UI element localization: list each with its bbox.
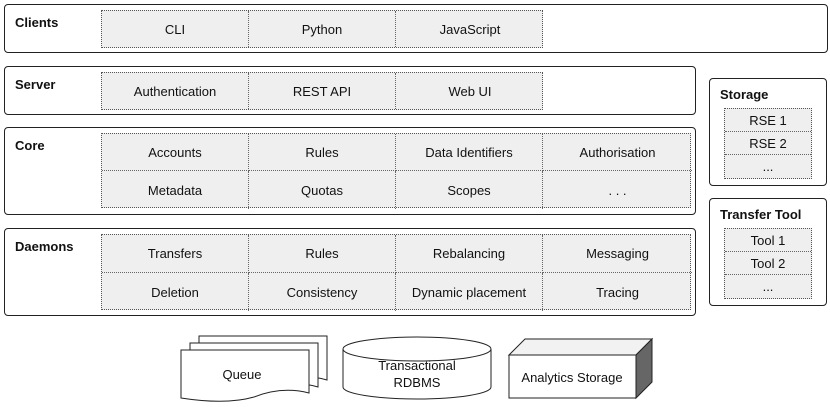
daemon-deletion: Deletion (102, 273, 249, 311)
client-cli: CLI (102, 11, 249, 47)
analytics-storage-label: Analytics Storage (521, 370, 622, 385)
core-title: Core (15, 138, 45, 153)
server-title: Server (15, 77, 56, 92)
storage-panel: Storage RSE 1 RSE 2 ... (709, 78, 827, 186)
storage-title: Storage (720, 87, 769, 102)
client-python: Python (249, 11, 396, 47)
storage-item: RSE 2 (725, 132, 811, 155)
storage-list: RSE 1 RSE 2 ... (724, 108, 812, 179)
daemon-tracing: Tracing (596, 284, 639, 300)
server-rest-api: REST API (249, 73, 396, 109)
transfer-tool-list: Tool 1 Tool 2 ... (724, 228, 812, 299)
daemon-rules: Rules (249, 235, 396, 273)
queue-icon (180, 335, 328, 402)
server-grid: Authentication REST API Web UI (101, 72, 543, 110)
transfer-tool-item: Tool 2 (725, 252, 811, 275)
transfer-tool-item: Tool 1 (725, 229, 811, 252)
core-more: . . . (608, 182, 627, 198)
rdbms-label-line2: RDBMS (394, 375, 441, 390)
clients-title: Clients (15, 15, 59, 30)
analytics-storage-icon (507, 337, 654, 400)
clients-grid: CLI Python JavaScript (101, 10, 543, 48)
core-data-identifiers: Data Identifiers (396, 134, 543, 171)
rdbms-cylinder-icon (342, 336, 492, 400)
core-rules: Rules (249, 134, 396, 171)
rdbms-label-line1: Transactional (378, 358, 456, 373)
daemons-title: Daemons (15, 239, 74, 254)
daemon-consistency: Consistency (249, 273, 396, 311)
daemon-dynamic-placement: Dynamic placement (396, 273, 543, 311)
server-authentication: Authentication (102, 73, 249, 109)
transfer-tool-title: Transfer Tool (720, 207, 802, 222)
daemon-messaging: Messaging (543, 235, 692, 273)
daemon-rebalancing: Rebalancing (396, 235, 543, 273)
core-grid: Accounts Rules Data Identifiers Authoris… (101, 133, 692, 209)
daemon-transfers: Transfers (102, 235, 249, 273)
storage-item: ... (762, 159, 774, 174)
core-authorisation: Authorisation (543, 134, 692, 171)
core-metadata: Metadata (102, 171, 249, 209)
server-web-ui: Web UI (448, 83, 492, 99)
core-accounts: Accounts (102, 134, 249, 171)
storage-item: RSE 1 (725, 109, 811, 132)
client-javascript: JavaScript (439, 21, 501, 37)
transfer-tool-panel: Transfer Tool Tool 1 Tool 2 ... (709, 198, 827, 306)
core-scopes: Scopes (396, 171, 543, 209)
daemons-grid: Transfers Rules Rebalancing Messaging De… (101, 234, 692, 311)
transfer-tool-item: ... (762, 279, 774, 294)
core-quotas: Quotas (249, 171, 396, 209)
queue-label: Queue (222, 367, 261, 382)
